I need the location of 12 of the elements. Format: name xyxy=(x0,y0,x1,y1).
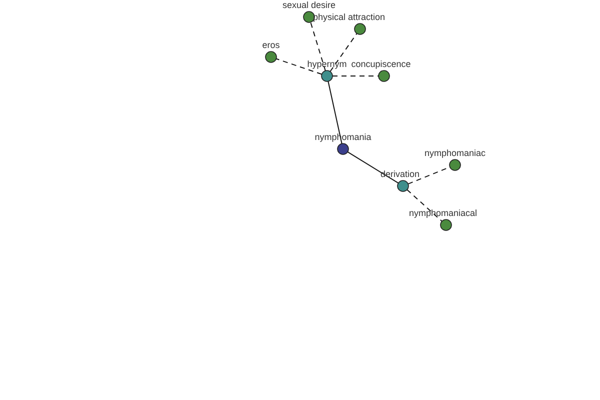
node-label: sexual desire xyxy=(282,0,336,10)
dashed-line xyxy=(310,22,326,72)
node-label: concupiscence xyxy=(351,59,411,69)
connector-line xyxy=(328,80,342,144)
node-label: nymphomaniac xyxy=(424,148,486,158)
node-label: nymphomaniacal xyxy=(408,208,478,218)
connector-line xyxy=(347,151,399,184)
dashed-line xyxy=(406,189,442,222)
dashed-line xyxy=(330,33,358,72)
node-label: hypernym xyxy=(307,59,347,69)
node-label: eros xyxy=(262,40,280,50)
dashed-line xyxy=(276,58,322,75)
